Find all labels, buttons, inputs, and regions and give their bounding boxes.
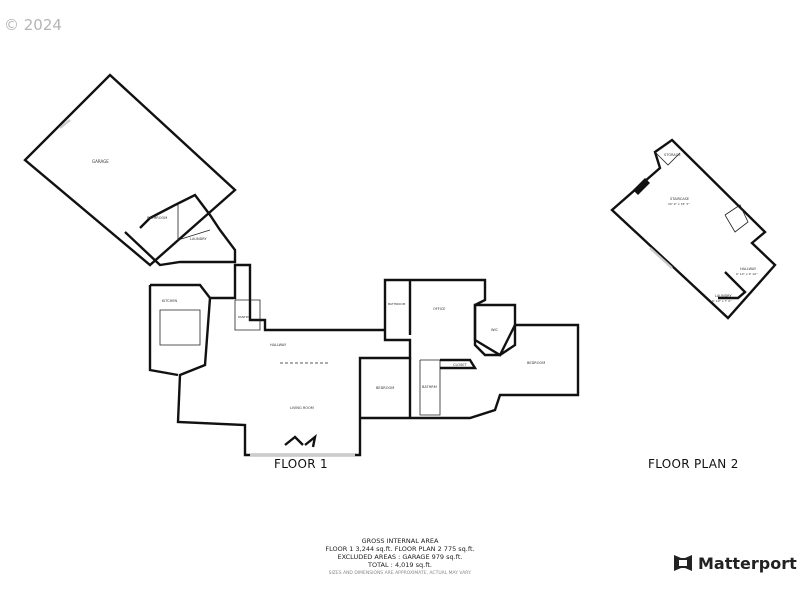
fireplace — [633, 178, 650, 195]
floor-1-label: FLOOR 1 — [274, 457, 328, 471]
room-dims: 6' 10" x 9' 10" — [736, 272, 758, 276]
room-label: WIC — [491, 328, 498, 332]
room-label: STAIRCASE — [670, 197, 689, 201]
kitchen-island — [159, 309, 201, 346]
floor-2-outline — [610, 138, 777, 320]
main-house-outline-2 — [148, 285, 179, 377]
garage-annex-wall — [124, 193, 237, 267]
room-label: LAUNDRY — [715, 294, 733, 298]
room-label: LAUNDRY — [190, 237, 208, 241]
pantry-wall — [234, 299, 261, 331]
room-label: GARAGE — [92, 159, 109, 164]
room-label: BATHRM — [422, 385, 437, 389]
storage-wall — [654, 151, 681, 166]
matterport-logo-icon — [674, 555, 692, 571]
hallway-north-wall — [210, 263, 385, 332]
room-label: CLOSET — [453, 363, 467, 367]
annex-partition — [177, 205, 211, 241]
room-label: BATHROOM — [388, 302, 406, 306]
main-house-outline — [150, 278, 580, 457]
room-label: PANTRY — [238, 315, 250, 319]
matterport-logo: Matterport — [673, 553, 797, 573]
bathroom-wall — [419, 359, 441, 416]
closet-wall — [440, 358, 478, 370]
garage-wall — [23, 73, 237, 267]
room-label: HALLWAY — [270, 343, 287, 347]
area-summary: GROSS INTERNAL AREA FLOOR 1 3,244 sq.ft.… — [250, 537, 550, 578]
room-label: OFFICE — [433, 307, 445, 311]
floor-plan-2: STORAGE STAIRCASE 20' 9" x 33' 3" HALLWA… — [610, 138, 777, 320]
room-label: LIVING ROOM — [290, 406, 314, 410]
copyright-text: © 2024 — [4, 16, 62, 34]
room-label: KITCHEN — [162, 299, 178, 303]
wic-wall — [473, 303, 517, 357]
summary-line: TOTAL : 4,019 sq.ft. — [368, 561, 432, 569]
room-label: HALLWAY — [740, 267, 757, 271]
fireplace — [284, 434, 317, 448]
room-label: STORAGE — [664, 153, 681, 157]
room-dims: 6' 10" x 7' 0" — [712, 299, 732, 303]
room-label: BEDROOM — [376, 386, 394, 390]
window — [649, 247, 673, 269]
room-label: BATHROOM — [147, 216, 167, 220]
hallway-wall — [718, 271, 747, 300]
brand-name: Matterport — [698, 553, 797, 573]
floor-1-plan: GARAGE BATHROOM LAUNDRY KITCHEN PANTRY H… — [23, 73, 580, 457]
summary-note: SIZES AND DIMENSIONS ARE APPROXIMATE, AC… — [328, 571, 472, 576]
room-label: BEDROOM — [527, 361, 545, 365]
summary-title: GROSS INTERNAL AREA — [361, 537, 439, 545]
summary-line: FLOOR 1 3,244 sq.ft. FLOOR PLAN 2 775 sq… — [325, 545, 475, 553]
summary-line: EXCLUDED AREAS : GARAGE 979 sq.ft. — [337, 553, 463, 561]
floor-plan-2-label: FLOOR PLAN 2 — [648, 457, 739, 471]
room-dims: 20' 9" x 33' 3" — [668, 202, 690, 206]
stairs — [724, 204, 749, 233]
window — [59, 119, 71, 129]
